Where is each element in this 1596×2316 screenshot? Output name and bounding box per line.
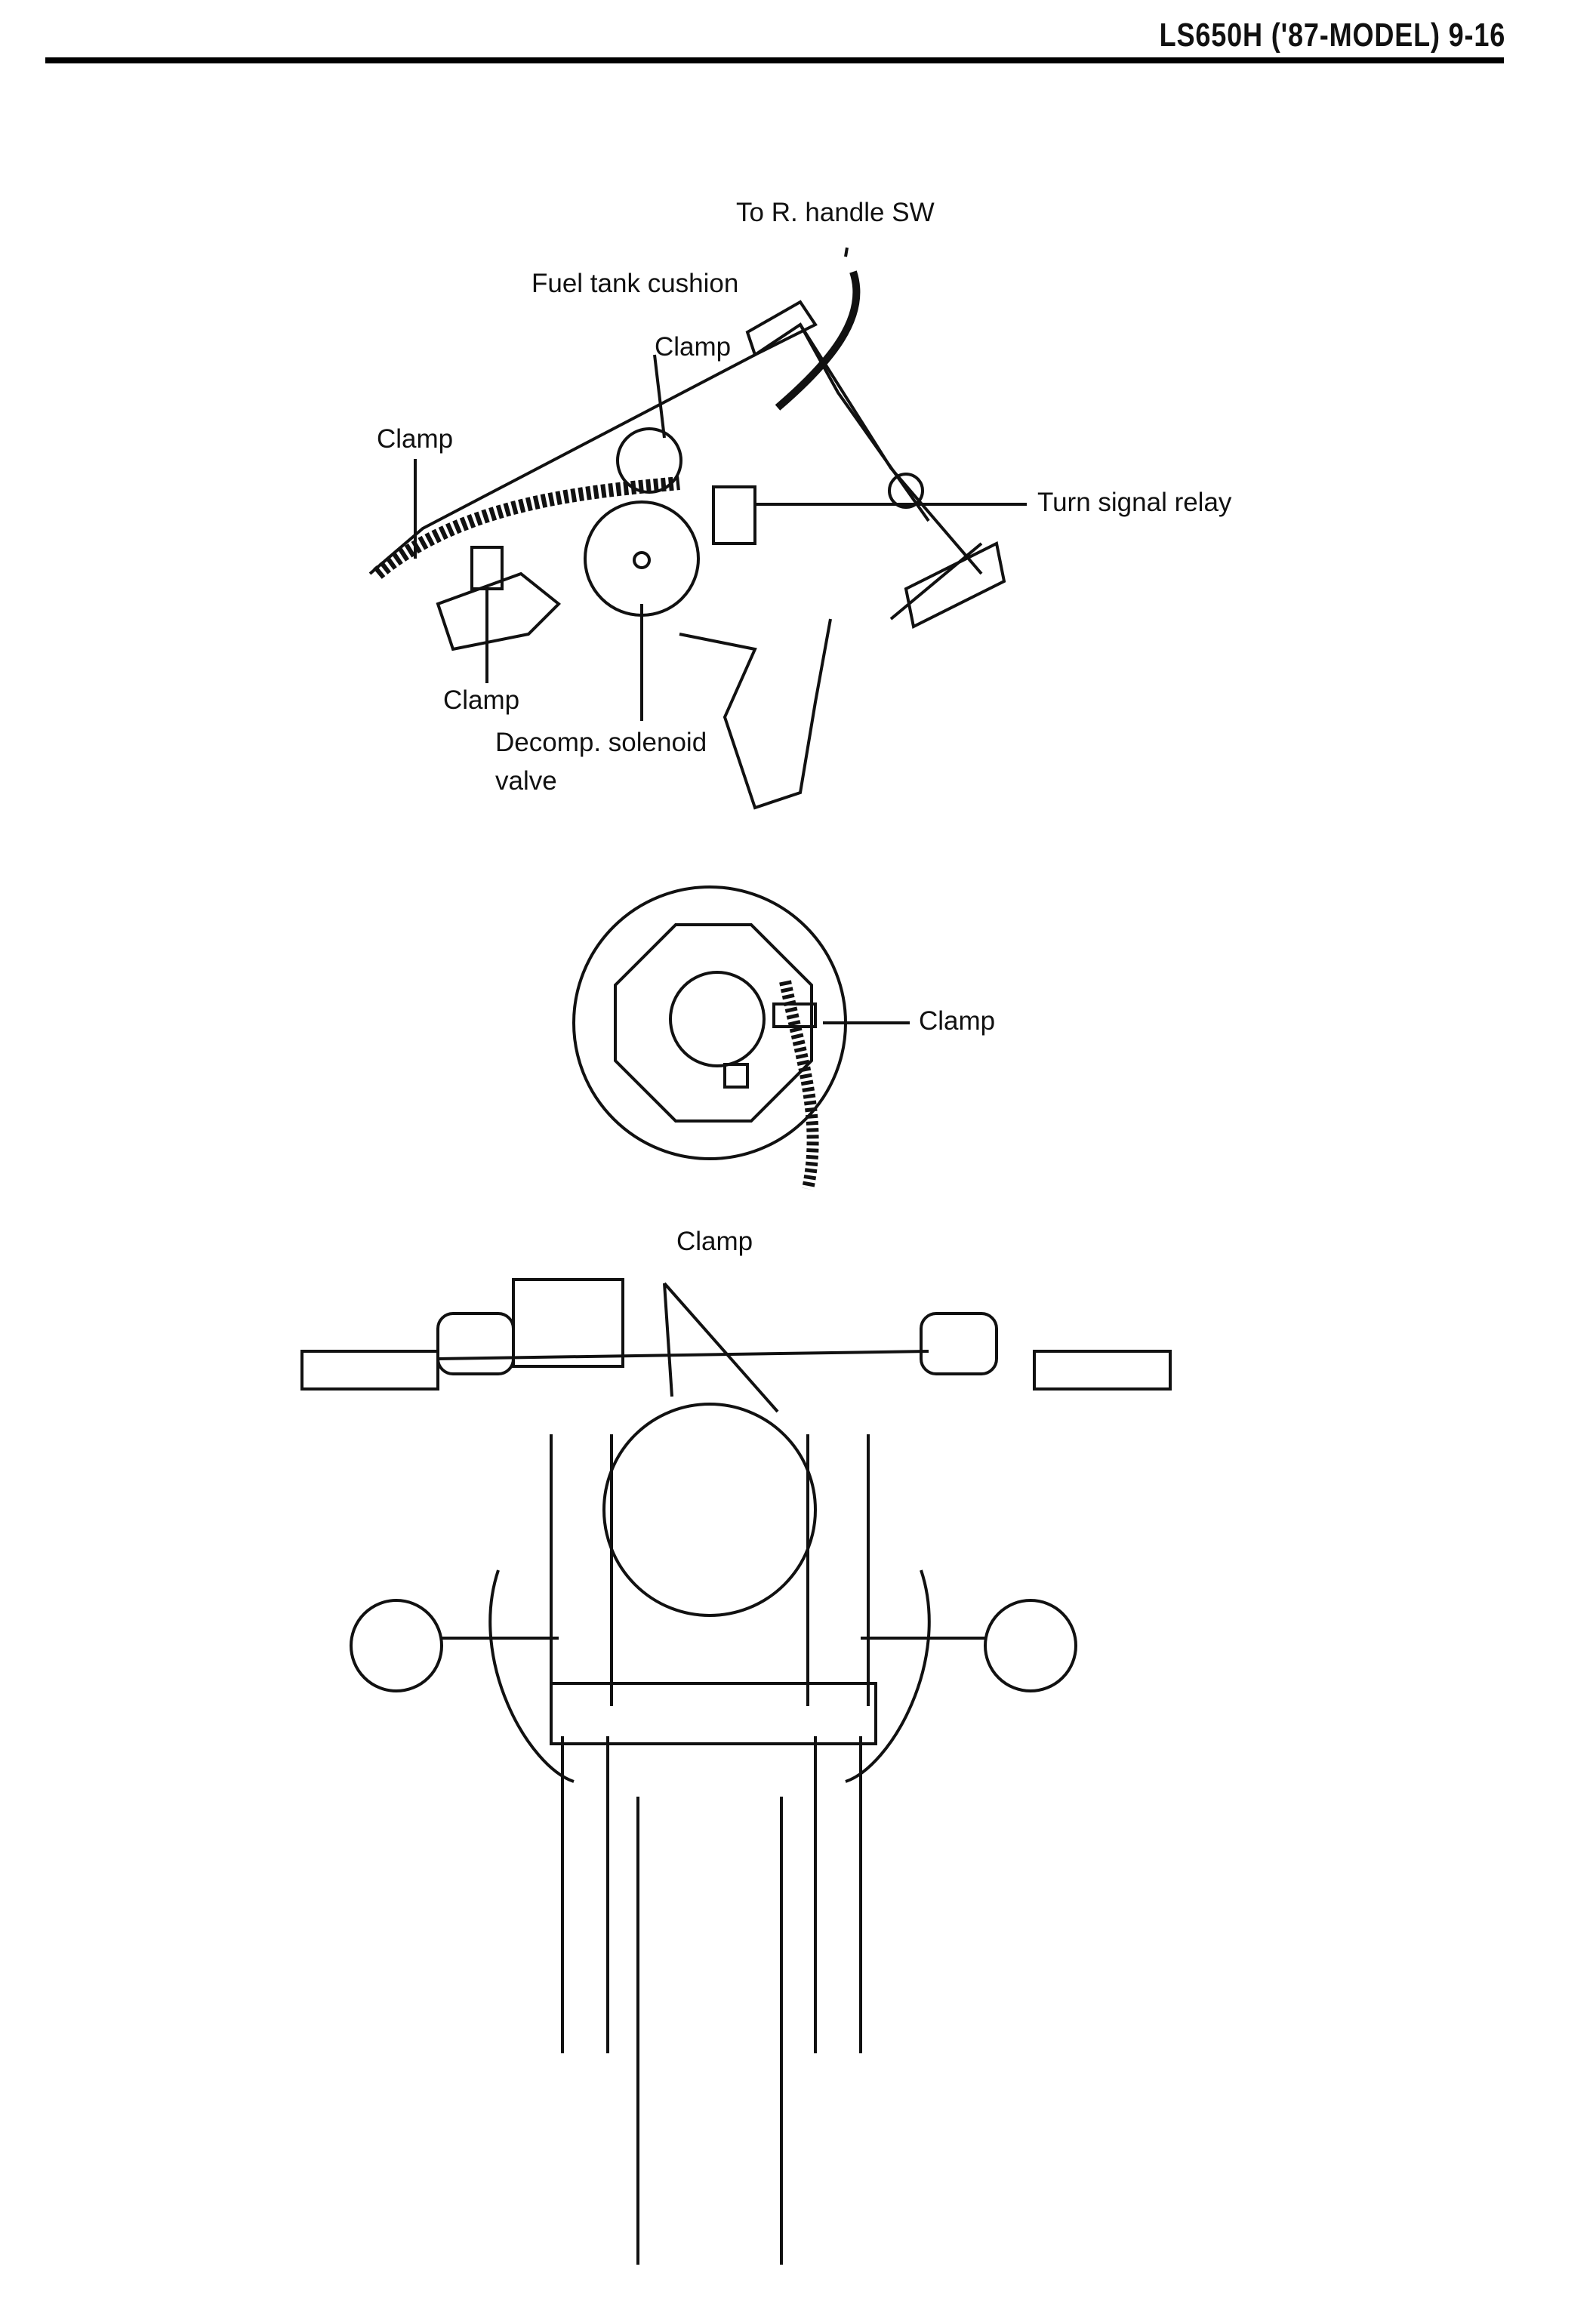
label-to-r-handle-sw: To R. handle SW <box>736 198 935 227</box>
figure2-headlight <box>572 885 910 1190</box>
decomp-solenoid-valve <box>584 500 700 617</box>
label-clamp-left: Clamp <box>377 424 454 454</box>
label-clamp-bottom: Clamp <box>443 685 520 715</box>
label-front-clamp: Clamp <box>676 1227 753 1256</box>
figure1-side-view <box>368 247 1027 810</box>
turn-signal-relay <box>712 485 756 545</box>
page-header: LS650H ('87-MODEL) 9-16 <box>1159 17 1505 54</box>
label-decomp-solenoid: Decomp. solenoid <box>495 728 707 757</box>
label-headlight-clamp: Clamp <box>919 1006 996 1036</box>
label-clamp-top: Clamp <box>655 332 732 362</box>
clamp <box>772 1002 817 1028</box>
figure3-front-view <box>300 1278 1172 2265</box>
label-decomp-valve: valve <box>495 766 557 796</box>
header-rule <box>45 57 1504 63</box>
label-turn-signal-relay: Turn signal relay <box>1037 488 1232 517</box>
label-fuel-tank-cushion: Fuel tank cushion <box>531 269 739 298</box>
